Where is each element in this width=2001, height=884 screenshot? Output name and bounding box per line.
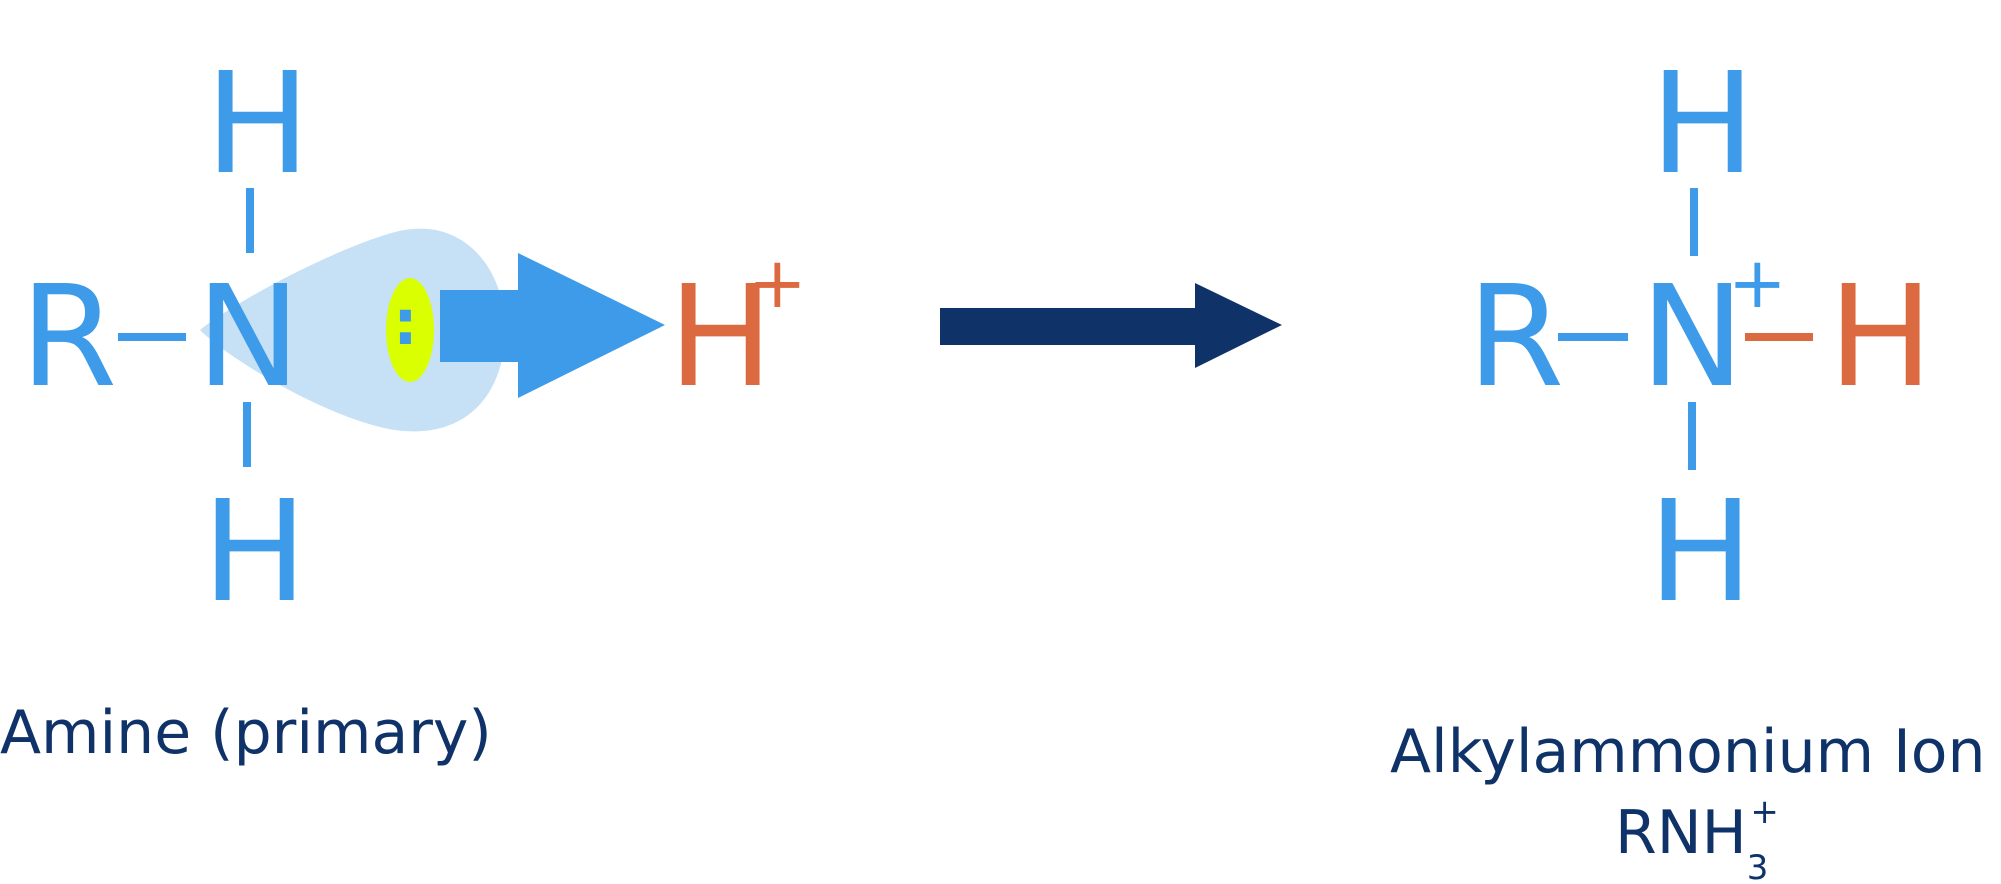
product-bond-n-h-top (1690, 188, 1698, 256)
product-h-top: H (1650, 43, 1756, 206)
reactant-nitrogen: N (196, 256, 301, 419)
lone-pair-orbital-cloud (200, 228, 505, 432)
lone-pair-highlight (386, 278, 434, 382)
product-r-group: R (1467, 256, 1565, 419)
reactant-bond-n-h-bottom (243, 402, 251, 467)
product-formula-charge: + (1750, 792, 1779, 832)
product-bond-n-h-bottom (1688, 402, 1696, 470)
product-h-right: H (1828, 256, 1934, 419)
product-formula-subscript: 3 (1746, 848, 1769, 884)
proton-charge: + (748, 242, 807, 324)
reactant-label: Amine (primary) (0, 698, 492, 768)
proton-h: H (668, 256, 774, 419)
reactant-r-group: R (20, 256, 118, 419)
reactant-h-bottom: H (202, 471, 308, 634)
reaction-arrow (940, 283, 1282, 368)
lone-pair-dots: : (393, 286, 418, 359)
product-bond-n-h-right (1745, 333, 1813, 341)
product-h-bottom: H (1648, 471, 1754, 634)
product-formula: RNH3 + (1615, 795, 1797, 884)
product-name-label: Alkylammonium Ion (1390, 717, 1986, 787)
product-nitrogen: N (1640, 256, 1745, 419)
product-nitrogen-charge: + (1728, 242, 1787, 324)
reactant-bond-r-n (118, 333, 186, 341)
reactant-bond-n-h-top (246, 188, 254, 253)
product-formula-main: RNH (1615, 798, 1747, 868)
product-bond-r-n (1558, 333, 1628, 341)
reactant-h-top: H (205, 43, 311, 206)
electron-push-arrow (440, 253, 665, 398)
